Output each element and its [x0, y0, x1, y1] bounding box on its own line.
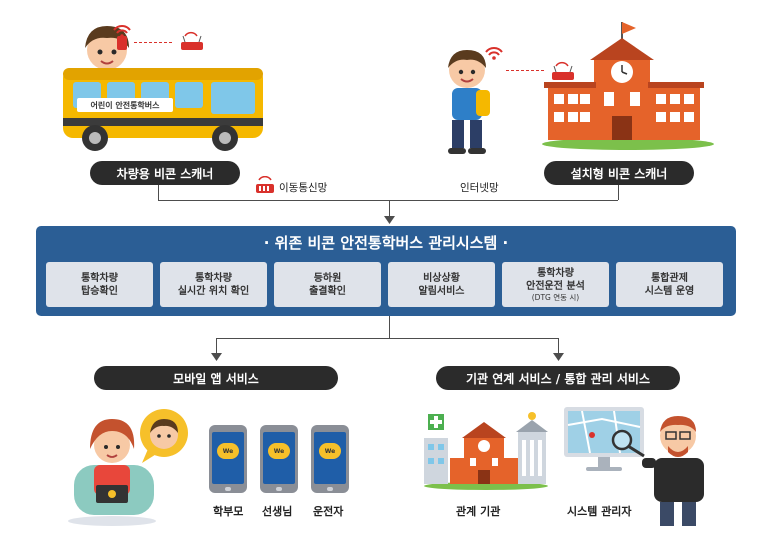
home-button-icon [225, 487, 231, 491]
user-teacher-label: 선생님 [262, 505, 293, 518]
user-admin-label: 시스템 관리자 [567, 505, 632, 518]
module-emergency-alert: 비상상황 알림서비스 [388, 262, 495, 307]
magnifier-icon [611, 429, 645, 458]
module-line1: 통학차량 [537, 267, 574, 279]
app-logo-icon: We [268, 443, 290, 459]
cell-tower-icon [256, 176, 274, 193]
module-line2: 출결확인 [309, 285, 346, 297]
dashed-arrow [506, 70, 544, 71]
phone-parent: We [209, 425, 247, 493]
dashed-arrow [134, 42, 172, 43]
connector-line [158, 185, 159, 200]
mobile-network-label: 이동통신망 [279, 182, 328, 194]
management-system-panel: · 위존 비콘 안전통학버스 관리시스템 · 통학차량 탑승확인 통학차량 실시… [36, 226, 736, 316]
user-institution-label: 관계 기관 [456, 505, 501, 518]
connector-line [618, 185, 619, 200]
bus-sign: 어린이 안전통학버스 [77, 98, 173, 112]
module-line2: 실시간 위치 확인 [177, 285, 250, 297]
connector-line [216, 338, 559, 339]
connector-line [389, 200, 390, 218]
module-safe-driving: 통학차량 안전운전 분석 (DTG 연동 시) [502, 262, 609, 307]
school-bus-illustration [63, 26, 263, 151]
connector-line [216, 338, 217, 355]
router-icon [552, 61, 574, 80]
module-boarding-check: 통학차량 탑승확인 [46, 262, 153, 307]
module-line1: 비상상황 [423, 272, 460, 284]
app-logo-icon: We [319, 443, 341, 459]
connector-line [558, 338, 559, 355]
arrow-down-icon [211, 353, 222, 361]
module-line1: 통학차량 [195, 272, 232, 284]
module-line2: 시스템 운영 [644, 285, 695, 297]
installed-scanner-label: 설치형 비콘 스캐너 [544, 161, 694, 185]
system-title: · 위존 비콘 안전통학버스 관리시스템 · [263, 234, 509, 252]
parent-with-laptop-illustration [68, 409, 188, 526]
wifi-signal-icon [113, 25, 131, 38]
user-driver-label: 운전자 [313, 505, 344, 518]
user-parent-label: 학부모 [213, 505, 244, 518]
module-attendance: 등하원 출결확인 [274, 262, 381, 307]
connector-line [158, 200, 618, 201]
module-realtime-location: 통학차량 실시간 위치 확인 [160, 262, 267, 307]
module-line1: 통학차량 [81, 272, 118, 284]
phone-teacher: We [260, 425, 298, 493]
school-building-illustration [542, 22, 714, 150]
module-line2: 탑승확인 [81, 285, 118, 297]
vehicle-scanner-label: 차량용 비콘 스캐너 [90, 161, 240, 185]
arrow-down-icon [384, 216, 395, 224]
wifi-signal-icon [485, 47, 503, 60]
connector-line [389, 316, 390, 338]
arrow-down-icon [553, 353, 564, 361]
institutions-illustration [424, 412, 548, 490]
module-line1: 통합관제 [651, 272, 688, 284]
internet-network-label: 인터넷망 [460, 182, 499, 194]
running-kid-illustration [448, 50, 490, 154]
module-sub: (DTG 연동 시) [531, 292, 580, 302]
module-control-operation: 통합관제 시스템 운영 [616, 262, 723, 307]
home-button-icon [327, 487, 333, 491]
router-icon [181, 31, 203, 50]
module-line2: 안전운전 분석 [526, 280, 585, 292]
module-line1: 등하원 [313, 272, 342, 284]
institution-service-label: 기관 연계 서비스 / 통합 관리 서비스 [436, 366, 680, 390]
module-line2: 알림서비스 [418, 285, 465, 297]
system-admin-illustration [642, 416, 704, 526]
app-logo-icon: We [217, 443, 239, 459]
phone-driver: We [311, 425, 349, 493]
mobile-service-label: 모바일 앱 서비스 [94, 366, 338, 390]
home-button-icon [276, 487, 282, 491]
